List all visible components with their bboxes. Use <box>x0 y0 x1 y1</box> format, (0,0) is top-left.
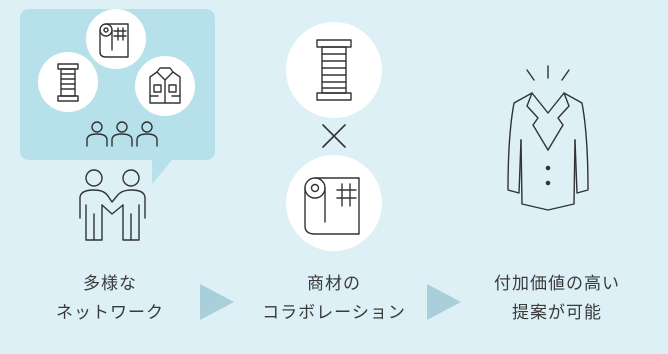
fabric-roll-icon <box>99 23 129 58</box>
circle-fabric-large <box>286 155 382 251</box>
multiply-icon <box>322 124 346 148</box>
circle-fabric <box>86 9 146 69</box>
step-label-collaboration-line1: 商材の <box>307 274 361 294</box>
circle-thread-large <box>286 22 382 118</box>
people-group-icon <box>86 121 158 147</box>
step-label-network-line2: ネットワーク <box>56 303 164 323</box>
step-label-collaboration: 商材の コラボレーション <box>244 270 424 328</box>
suit-jacket-icon <box>507 65 589 211</box>
circle-thread <box>38 52 98 112</box>
step-label-network: 多様な ネットワーク <box>30 270 190 328</box>
thread-spool-icon <box>57 63 79 102</box>
step-label-collaboration-line2: コラボレーション <box>262 303 406 323</box>
triangle-arrow-icon-2 <box>427 284 461 320</box>
step-label-proposal: 付加価値の高い 提案が可能 <box>472 270 642 328</box>
step-label-network-line1: 多様な <box>83 274 137 294</box>
step-label-proposal-line1: 付加価値の高い <box>494 274 620 294</box>
fabric-roll-large-icon <box>304 177 360 235</box>
shirt-icon <box>149 67 181 104</box>
step-label-proposal-line2: 提案が可能 <box>512 303 602 323</box>
handshake-people-icon <box>79 169 146 241</box>
triangle-arrow-icon <box>200 284 234 320</box>
thread-spool-large-icon <box>316 39 352 101</box>
